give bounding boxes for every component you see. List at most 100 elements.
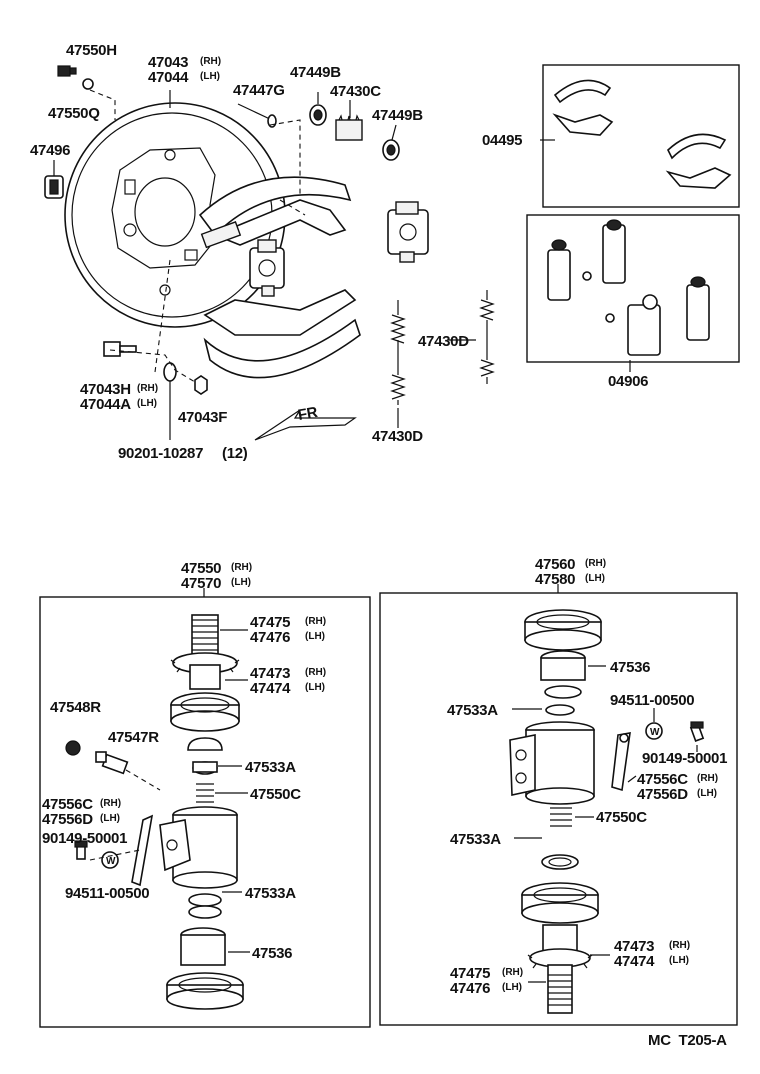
right-sleeve-47536: [540, 650, 586, 699]
label-47536-left: 47536: [252, 945, 292, 962]
left-threaded-shaft: [191, 614, 219, 656]
label-94511-00500-right: 94511-00500: [610, 692, 694, 709]
label-47475-right-rh: (RH): [502, 967, 523, 978]
left-seal-cap: [187, 737, 223, 775]
label-47533A-left-1: 47533A: [245, 759, 296, 776]
label-47474-right-lh: (LH): [669, 955, 689, 966]
label-47533A-right-1: 47533A: [447, 702, 498, 719]
brake-shoe-lower: [203, 289, 361, 379]
label-47556C-left-rh: (RH): [100, 798, 121, 809]
spring-47430D-b: [479, 290, 495, 384]
washer-w-label-left: W: [106, 856, 116, 867]
label-47473-left: 47473: [250, 665, 290, 682]
label-90149-50001-right: 90149-50001: [642, 750, 727, 767]
label-47043H: 47043H: [80, 381, 131, 398]
label-90201-10287: 90201-10287: [118, 445, 203, 462]
label-47474-left: 47474: [250, 680, 291, 697]
washer-47550Q: [82, 78, 94, 90]
label-47044A-lh: (LH): [137, 398, 157, 409]
label-47556C-left: 47556C: [42, 796, 93, 813]
right-lever: [611, 732, 631, 792]
label-47533A-left-2: 47533A: [245, 885, 296, 902]
label-fr: FR: [297, 404, 320, 424]
kit-04906-parts: [547, 219, 710, 356]
label-90149-50001-left: 90149-50001: [42, 830, 127, 847]
left-gear: [170, 652, 240, 690]
cup-47449B-a: [309, 104, 327, 126]
left-ring-47533A: [188, 893, 222, 919]
label-47043-rh: (RH): [200, 56, 221, 67]
label-47580: 47580: [535, 571, 575, 588]
label-47473-right: 47473: [614, 938, 654, 955]
right-spring: [550, 807, 572, 827]
pin-47447G: [237, 103, 277, 128]
label-47550-rh: (RH): [231, 562, 252, 573]
label-47556D-left-lh: (LH): [100, 813, 120, 824]
right-top-bearing: [524, 609, 602, 651]
left-spring: [196, 783, 214, 803]
label-47550H: 47550H: [66, 42, 117, 59]
label-47476-left: 47476: [250, 629, 290, 646]
label-47430D-a: 47430D: [418, 333, 469, 350]
bolt-47043H: [103, 341, 137, 357]
label-47548R: 47548R: [50, 699, 101, 716]
label-47473-left-rh: (RH): [305, 667, 326, 678]
left-cap-47548R: [65, 740, 81, 756]
left-bearing-47536: [166, 927, 244, 1010]
label-47550Q: 47550Q: [48, 105, 100, 122]
label-47476-right-lh: (LH): [502, 982, 522, 993]
kit-04495-shoes: [552, 79, 732, 189]
nut-47043F: [194, 375, 208, 395]
label-47556D-right: 47556D: [637, 786, 688, 803]
spring-47430D-a: [390, 300, 406, 405]
left-screw-47547R: [95, 751, 129, 775]
label-47536-right: 47536: [610, 659, 650, 676]
plug-47496: [44, 175, 64, 199]
label-47556C-right-rh: (RH): [697, 773, 718, 784]
front-arrow-icon: [254, 409, 357, 441]
label-47430C: 47430C: [330, 83, 381, 100]
label-47550C-right: 47550C: [596, 809, 647, 826]
right-gear-shaft: [527, 924, 593, 1014]
label-47473-right-rh: (RH): [669, 940, 690, 951]
label-47580-lh: (LH): [585, 573, 605, 584]
label-47449B-b: 47449B: [372, 107, 423, 124]
label-47550C-left: 47550C: [250, 786, 301, 803]
kit-box-04495: [542, 64, 740, 208]
label-47570: 47570: [181, 575, 221, 592]
right-ring-47533A-top: [545, 704, 575, 716]
label-47556C-right: 47556C: [637, 771, 688, 788]
label-qty-12: (12): [222, 445, 248, 462]
label-47447G: 47447G: [233, 82, 285, 99]
backing-plate: [64, 102, 286, 328]
wheel-cylinder-right: [387, 201, 429, 263]
label-47449B-a: 47449B: [290, 64, 341, 81]
label-47476-right: 47476: [450, 980, 490, 997]
left-bearing-cup: [170, 692, 240, 732]
label-94511-00500-left: 94511-00500: [65, 885, 149, 902]
label-47044-lh: (LH): [200, 71, 220, 82]
label-47043H-rh: (RH): [137, 383, 158, 394]
label-47496: 47496: [30, 142, 70, 159]
label-04495: 04495: [482, 132, 522, 149]
label-47044A: 47044A: [80, 396, 131, 413]
right-cylinder-body: [509, 721, 595, 805]
footer-code: MC T205-A: [648, 1032, 727, 1049]
label-47570-lh: (LH): [231, 577, 251, 588]
washer-90201: [163, 362, 177, 382]
label-47560: 47560: [535, 556, 575, 573]
label-47547R: 47547R: [108, 729, 159, 746]
label-47044: 47044: [148, 69, 189, 86]
label-47475-left: 47475: [250, 614, 290, 631]
label-47475-right: 47475: [450, 965, 490, 982]
cup-47449B-b: [382, 139, 400, 161]
right-ring-47533A-bottom: [541, 854, 579, 870]
label-47474-left-lh: (LH): [305, 682, 325, 693]
left-lever: [131, 814, 154, 887]
label-47550: 47550: [181, 560, 221, 577]
right-bolt-90149: [689, 721, 705, 742]
brake-shoe-upper: [198, 176, 352, 249]
label-47533A-right-2: 47533A: [450, 831, 501, 848]
label-04906: 04906: [608, 373, 648, 390]
